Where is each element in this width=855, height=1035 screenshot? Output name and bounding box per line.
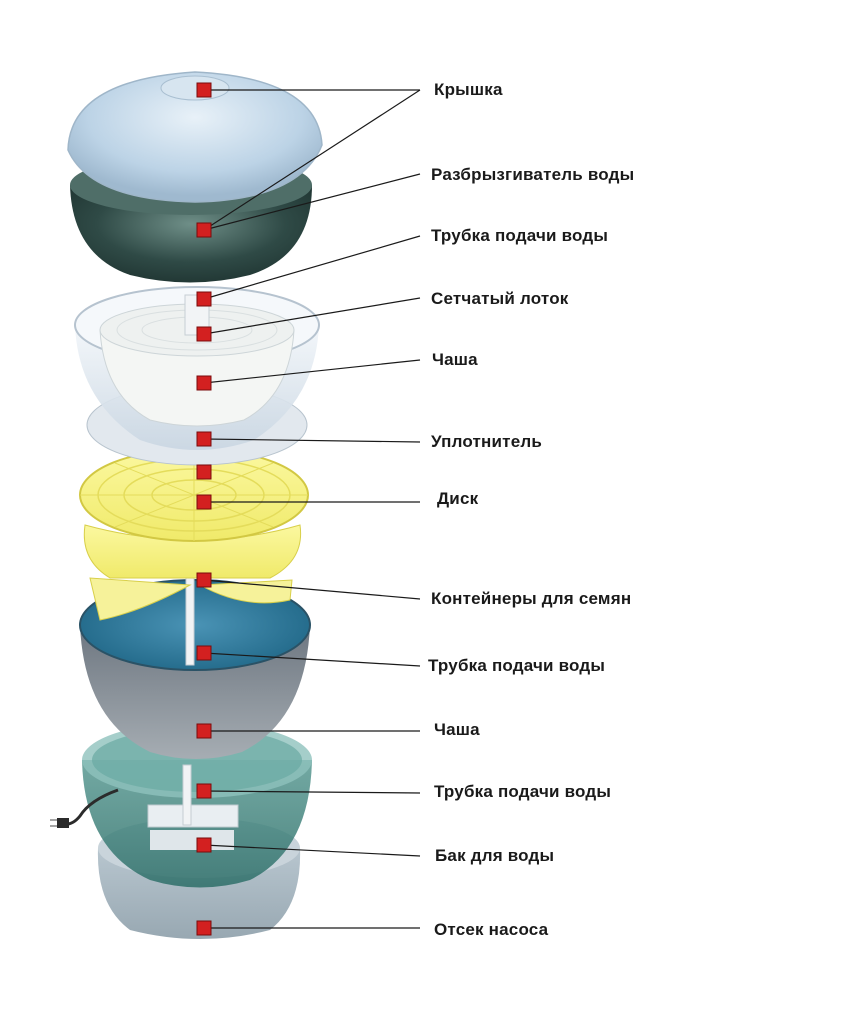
leader-line-lid-secondary (203, 89, 421, 231)
leader-line-sprinkler (203, 173, 421, 231)
marker-lid (196, 82, 212, 98)
marker-mesh-tray (196, 326, 212, 342)
marker-seal-ring (196, 464, 212, 480)
leader-line-mesh-tray (203, 297, 421, 335)
marker-bowl-1 (196, 375, 212, 391)
lid-part (67, 71, 323, 203)
marker-tube-1 (196, 291, 212, 307)
marker-tube-2 (196, 645, 212, 661)
leader-line-tube-3 (203, 790, 421, 794)
marker-seed-containers (196, 572, 212, 588)
label-disc: Диск (437, 489, 479, 508)
leader-line-bowl-1 (203, 359, 421, 384)
label-tube-1: Трубка подачи воды (431, 226, 609, 245)
label-water-tank: Бак для воды (435, 846, 555, 865)
leader-line-seal (203, 438, 421, 443)
seed-containers-part (83, 524, 302, 621)
label-sprinkler: Разбрызгиватель воды (431, 165, 635, 184)
power-cord (50, 788, 119, 828)
leader-line-seed-containers (203, 579, 421, 600)
label-bowl-1: Чаша (432, 350, 478, 369)
marker-pump-compartment (196, 920, 212, 936)
marker-sprinkler (196, 222, 212, 238)
label-pump-compartment: Отсек насоса (434, 920, 549, 939)
marker-tube-3 (196, 783, 212, 799)
marker-water-tank (196, 837, 212, 853)
tube-lower (182, 764, 192, 826)
label-tube-2: Трубка подачи воды (428, 656, 606, 675)
label-seed-containers: Контейнеры для семян (431, 589, 632, 608)
marker-bowl-2 (196, 723, 212, 739)
leader-line-tube-2 (203, 652, 421, 667)
leader-line-water-tank (203, 844, 421, 857)
label-tube-3: Трубка подачи воды (434, 782, 612, 801)
label-bowl-2: Чаша (434, 720, 480, 739)
label-lid: Крышка (434, 80, 503, 99)
disc-part (79, 448, 309, 542)
marker-seal (196, 431, 212, 447)
label-seal: Уплотнитель (431, 432, 543, 451)
label-mesh-tray: Сетчатый лоток (431, 289, 569, 308)
marker-disc (196, 494, 212, 510)
leader-line-tube-1 (203, 235, 421, 300)
